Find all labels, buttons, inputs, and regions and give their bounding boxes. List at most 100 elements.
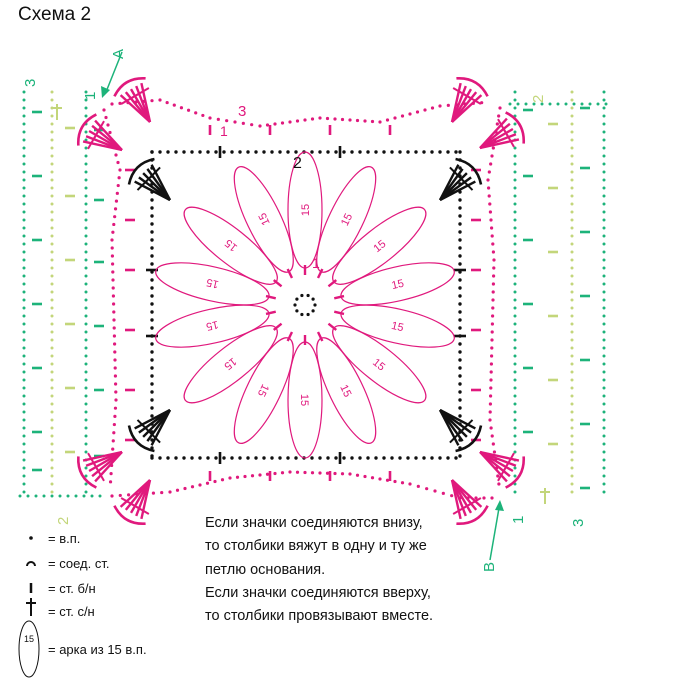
chain-dot xyxy=(602,482,606,486)
chain-dot xyxy=(117,176,121,180)
chain-dot xyxy=(22,274,26,278)
cluster-top xyxy=(113,505,146,525)
chain-dot xyxy=(150,342,154,346)
chain-dot xyxy=(491,298,495,302)
chain-dot xyxy=(516,102,520,106)
chain-dot xyxy=(570,394,574,398)
chain-dot xyxy=(250,474,255,478)
cluster-stitch xyxy=(153,166,161,174)
chain-dot xyxy=(22,290,26,294)
chain-dot xyxy=(50,122,54,126)
chain-dot xyxy=(300,293,304,298)
chain-dot xyxy=(22,314,26,318)
chain-dot xyxy=(415,110,420,114)
legend-label: = ст. с/н xyxy=(48,603,95,619)
chain-dot xyxy=(208,116,212,120)
chain-dot xyxy=(602,330,606,334)
chain-dot xyxy=(602,450,606,454)
chain-dot xyxy=(22,122,26,126)
chain-dot xyxy=(513,146,517,150)
chain-dot xyxy=(150,318,154,322)
chain-dot xyxy=(486,178,490,182)
chain-dot xyxy=(416,484,420,488)
chain-dot xyxy=(458,278,462,282)
chain-dot xyxy=(50,282,54,286)
chain-dot xyxy=(190,485,195,489)
chain-dot xyxy=(220,478,225,482)
petal: 15 xyxy=(155,262,277,306)
chain-dot xyxy=(458,150,462,154)
chain-dot xyxy=(458,238,462,242)
chain-dot xyxy=(22,354,26,358)
chain-dot xyxy=(22,114,26,118)
chain-dot xyxy=(84,282,88,286)
chain-dot xyxy=(570,330,574,334)
chain-dot xyxy=(513,266,517,270)
chain-dot xyxy=(310,456,314,460)
row-number-2-bottom-left: 2 xyxy=(55,517,72,525)
chain-dot xyxy=(84,370,88,374)
legend-label: = арка из 15 в.п. xyxy=(48,641,147,657)
chain-dot xyxy=(250,123,254,127)
chain-dot xyxy=(570,274,574,278)
chain-dot xyxy=(487,170,491,174)
chain-dot xyxy=(438,150,442,154)
chain-dot xyxy=(513,154,517,158)
chain-dot xyxy=(222,150,226,154)
chain-dot xyxy=(118,493,122,498)
chain-dot xyxy=(363,474,367,479)
chain-dot xyxy=(602,154,606,158)
chain-dot xyxy=(150,254,154,258)
chain-dot xyxy=(602,242,606,246)
chain-dot xyxy=(66,494,70,498)
chain-dot xyxy=(50,202,54,206)
petal-label: 15 xyxy=(339,212,355,228)
chain-dot xyxy=(570,266,574,270)
chain-dot xyxy=(182,456,186,460)
chain-dot xyxy=(50,426,54,430)
chain-dot xyxy=(98,494,102,498)
chain-dot xyxy=(22,250,26,254)
chain-dot xyxy=(580,102,584,106)
cluster-stitch xyxy=(120,497,129,503)
chain-dot xyxy=(570,186,574,190)
chain-dot xyxy=(489,394,493,398)
petal: 15 xyxy=(233,331,294,444)
chain-dot xyxy=(490,346,494,350)
chain-dot xyxy=(113,215,117,219)
chain-dot xyxy=(150,390,154,394)
chain-dot xyxy=(325,116,330,121)
chain-dot xyxy=(570,490,574,494)
chain-dot xyxy=(382,456,386,460)
chain-dot xyxy=(84,130,88,134)
chain-dot xyxy=(84,298,88,302)
chain-dot xyxy=(150,414,154,418)
chain-dot xyxy=(84,466,88,470)
corner-cluster xyxy=(438,408,483,453)
chain-dot xyxy=(489,218,493,222)
chain-dot xyxy=(262,150,266,154)
chain-dot xyxy=(110,238,114,242)
petal-stitch xyxy=(265,310,277,316)
chain-dot xyxy=(358,150,362,154)
petal-stitch xyxy=(333,294,345,300)
chain-dot xyxy=(446,456,450,460)
chain-dot xyxy=(491,242,495,246)
chain-dot xyxy=(602,490,606,494)
chain-dot xyxy=(165,100,169,105)
chain-dot xyxy=(492,274,496,278)
chain-dot xyxy=(602,282,606,286)
chain-dot xyxy=(214,150,218,154)
chain-dot xyxy=(458,454,462,458)
chain-dot xyxy=(22,490,26,494)
chain-dot xyxy=(254,456,258,460)
chain-dot xyxy=(350,456,354,460)
chain-dot xyxy=(513,362,517,366)
chain-dot xyxy=(602,458,606,462)
petal-stitch xyxy=(316,268,324,279)
chain-dot xyxy=(246,150,250,154)
chain-dot xyxy=(295,309,299,313)
chain-dot xyxy=(166,456,170,460)
arrow-b-label: B xyxy=(481,562,498,572)
chain-dot xyxy=(50,90,54,94)
